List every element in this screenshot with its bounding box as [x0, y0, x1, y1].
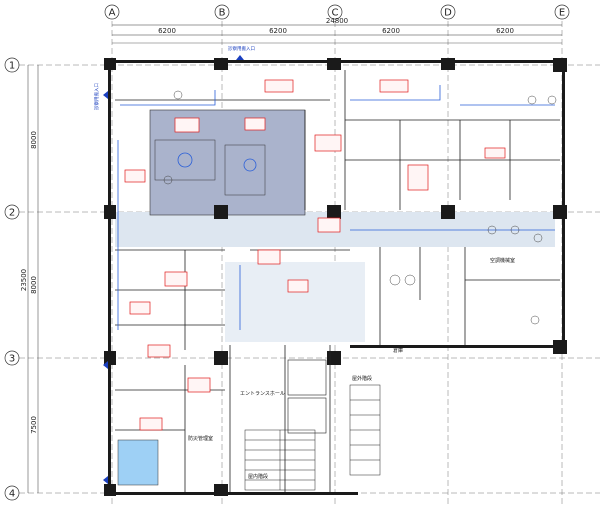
room-label-fire-stair: 屋内階段 — [248, 473, 268, 480]
overall-width-dim: 24800 — [326, 17, 348, 25]
room-label-entrance-hall: エントランスホール — [240, 391, 285, 397]
entrance-marker-top — [236, 55, 244, 60]
bay-dim-de: 6200 — [496, 27, 514, 35]
grid-row-2: 2 — [9, 208, 15, 219]
grid-row-3: 3 — [9, 354, 15, 365]
left-dimensions: 23500 8000 8000 7500 — [20, 65, 39, 493]
room-label-room-d2: 空調機械室 — [490, 257, 515, 264]
bay-dim-cd: 6200 — [382, 27, 400, 35]
grid-row-1: 1 — [9, 61, 15, 72]
room-label-storage: 倉庫 — [393, 347, 403, 354]
grid-col-e: E — [559, 8, 565, 19]
side-bay-dim-23: 8000 — [30, 276, 38, 294]
overall-height-dim: 23500 — [20, 269, 28, 291]
interior-partitions — [115, 70, 560, 492]
fixtures — [163, 90, 557, 325]
lower-corridor — [225, 262, 365, 342]
grid-col-b: B — [219, 8, 226, 19]
top-dimensions: 24800 6200 6200 6200 6200 — [112, 17, 562, 44]
entrance-label-left: 診察用搬入口 — [93, 83, 100, 110]
side-bay-dim-12: 8000 — [30, 131, 38, 149]
entrance-marker-left-2 — [103, 361, 108, 369]
elevator-1 — [287, 359, 327, 396]
row-labels: 1 2 3 4 — [4, 57, 20, 501]
grid-col-a: A — [109, 8, 116, 19]
annotation-notes — [124, 79, 506, 431]
exterior-stair-symbol — [349, 384, 381, 476]
column-labels: A B C D E — [104, 4, 570, 20]
bay-dim-bc: 6200 — [269, 27, 287, 35]
entrance-marker-left-3 — [103, 476, 108, 484]
elevator-2 — [287, 397, 327, 434]
kitchen-area — [149, 109, 306, 216]
entrance-marker-left — [103, 91, 108, 99]
entrance-label-top: 診察用搬入口 — [228, 45, 255, 52]
stair-symbol — [244, 429, 316, 491]
duct-lines — [117, 85, 555, 330]
room-label-control-room: 防災管理室 — [188, 435, 213, 442]
blue-storage-block — [117, 439, 159, 486]
grid-row-4: 4 — [9, 489, 15, 500]
bay-dim-ab: 6200 — [158, 27, 176, 35]
grid-col-d: D — [444, 8, 452, 19]
side-bay-dim-34: 7500 — [30, 416, 38, 434]
room-label-exterior-stair: 屋外階段 — [352, 375, 372, 382]
structural-columns — [104, 58, 567, 496]
grid-col-c: C — [332, 8, 339, 19]
